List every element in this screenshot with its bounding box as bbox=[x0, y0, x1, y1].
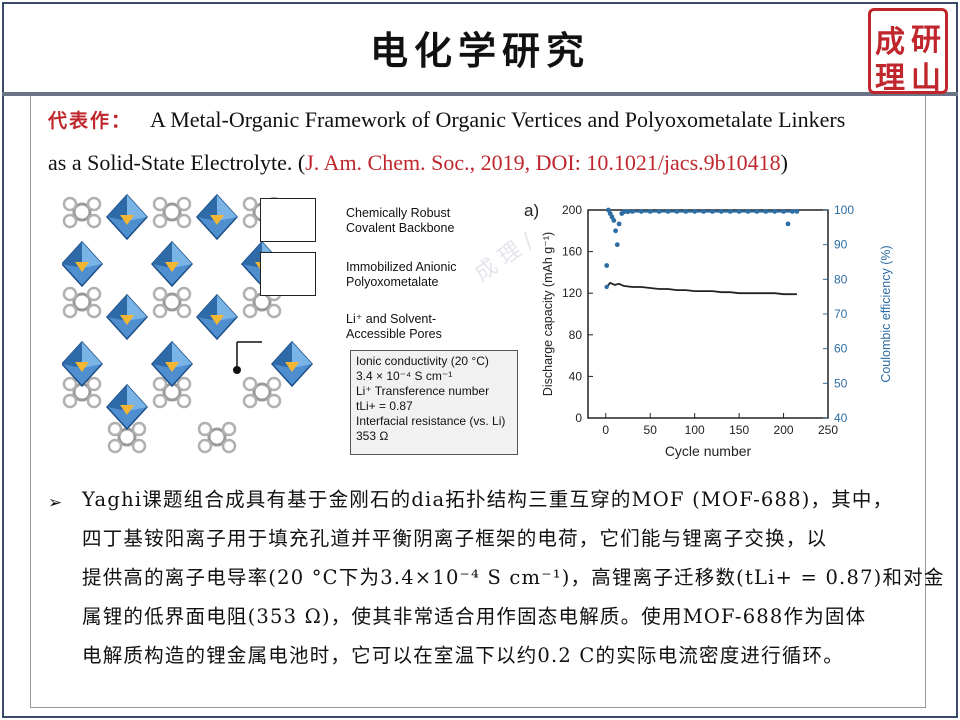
journal-citation: J. Am. Chem. Soc., 2019, DOI: 10.1021/ja… bbox=[305, 150, 781, 175]
cycling-chart: 0 50 100 150 200 250 0 40 80 120 160 200 40 50 60 70 80 9… bbox=[510, 196, 910, 468]
representative-line-2: as a Solid-State Electrolyte. (J. Am. Ch… bbox=[48, 150, 788, 176]
y-right-tick-label: 80 bbox=[834, 272, 848, 286]
y-left-tick-label: 80 bbox=[569, 328, 583, 342]
x-tick-label: 0 bbox=[602, 423, 609, 437]
paper-title-part-2: as a Solid-State Electrolyte. ( bbox=[48, 150, 306, 175]
infobox-line: 353 Ω bbox=[356, 429, 389, 443]
callout-text: Accessible Pores bbox=[346, 327, 442, 341]
y-left-tick-label: 160 bbox=[562, 245, 582, 259]
infobox-line: Li⁺ Transference number bbox=[356, 384, 490, 398]
panel-label: a) bbox=[524, 201, 539, 220]
y-left-axis-label: Discharge capacity (mAh g⁻¹) bbox=[541, 232, 555, 396]
coulombic-efficiency-point bbox=[616, 221, 622, 227]
representative-line-1: 代表作： A Metal-Organic Framework of Organic… bbox=[48, 106, 845, 133]
x-tick-label: 200 bbox=[774, 423, 794, 437]
content-border bbox=[30, 96, 926, 708]
callout-text: Li⁺ and Solvent- bbox=[346, 312, 436, 326]
y-left-tick-label: 40 bbox=[569, 369, 583, 383]
callout-text: Chemically Robust bbox=[346, 206, 451, 220]
seal-char: 成 bbox=[875, 25, 905, 60]
page-title: 电化学研究 bbox=[369, 28, 590, 73]
y-left-tick-label: 120 bbox=[562, 286, 582, 300]
polyoxometalate-inset bbox=[260, 252, 316, 296]
callout-text: Covalent Backbone bbox=[346, 221, 455, 235]
coulombic-efficiency-point bbox=[611, 218, 617, 223]
paragraph-line: 提供高的离子电导率(20 °C下为3.4×10⁻⁴ S cm⁻¹)，高锂离子迁移… bbox=[82, 566, 945, 589]
x-axis-label: Cycle number bbox=[665, 443, 752, 459]
paragraph-line: 属锂的低界面电阻(353 Ω)，使其非常适合用作固态电解质。使用MOF-688作… bbox=[82, 605, 867, 628]
paper-title-part-1: A Metal-Organic Framework of Organic Ver… bbox=[150, 107, 846, 132]
infobox-line: Interfacial resistance (vs. Li) bbox=[356, 414, 506, 428]
paragraph-line: 四丁基铵阳离子用于填充孔道并平衡阴离子框架的电荷，它们能与锂离子交换，以 bbox=[82, 527, 828, 550]
callout-text: Polyoxometalate bbox=[346, 275, 439, 289]
discharge-capacity-point bbox=[604, 284, 609, 290]
citation-close: ) bbox=[780, 150, 788, 175]
y-right-tick-label: 90 bbox=[834, 238, 848, 252]
y-right-tick-label: 40 bbox=[834, 411, 848, 425]
paragraph-line: 电解质构造的锂金属电池时，它可以在室温下以约0.2 C的实际电流密度进行循环。 bbox=[82, 644, 844, 667]
infobox-line: 3.4 × 10⁻⁴ S cm⁻¹ bbox=[356, 369, 453, 383]
representative-label: 代表作： bbox=[48, 110, 133, 132]
coulombic-efficiency-line bbox=[621, 210, 797, 215]
coulombic-efficiency-point bbox=[785, 221, 791, 227]
callout-pores: Li⁺ and Solvent- Accessible Pores bbox=[346, 312, 442, 342]
y-right-tick-label: 100 bbox=[834, 203, 854, 217]
y-right-tick-label: 50 bbox=[834, 376, 848, 390]
coulombic-efficiency-point bbox=[794, 209, 800, 214]
x-tick-label: 150 bbox=[729, 423, 749, 437]
title-bar: 电化学研究 bbox=[2, 2, 958, 96]
callout-polyoxometalate: Immobilized Anionic Polyoxometalate bbox=[346, 260, 456, 290]
x-tick-label: 50 bbox=[644, 423, 658, 437]
y-right-tick-label: 70 bbox=[834, 307, 848, 321]
properties-infobox: Ionic conductivity (20 °C) 3.4 × 10⁻⁴ S … bbox=[350, 350, 518, 455]
seal-char: 研 bbox=[911, 23, 941, 58]
coulombic-efficiency-point bbox=[604, 263, 610, 268]
seal-char: 理 bbox=[875, 61, 905, 96]
coulombic-efficiency-point bbox=[613, 228, 618, 234]
bullet-arrow-icon: ➢ bbox=[48, 493, 63, 513]
callout-text: Immobilized Anionic bbox=[346, 260, 457, 274]
discharge-capacity-line bbox=[606, 281, 797, 296]
y-left-tick-label: 0 bbox=[575, 411, 582, 425]
y-left-tick-label: 200 bbox=[562, 203, 582, 217]
callout-backbone: Chemically Robust Covalent Backbone bbox=[346, 206, 454, 236]
seal-logo: 成 研 理 山 bbox=[868, 8, 948, 96]
y-right-tick-label: 60 bbox=[834, 342, 848, 356]
infobox-line: tLi+ = 0.87 bbox=[356, 399, 413, 413]
coulombic-efficiency-point bbox=[614, 242, 620, 248]
mof-structure-figure: Chemically Robust Covalent Backbone Immo… bbox=[61, 192, 518, 460]
x-tick-label: 100 bbox=[685, 423, 705, 437]
y-right-axis-label: Coulombic efficiency (%) bbox=[879, 245, 893, 382]
plot-frame bbox=[587, 209, 829, 419]
infobox-line: Ionic conductivity (20 °C) bbox=[356, 354, 489, 368]
paragraph-line: Yaghi课题组合成具有基于金刚石的dia拓扑结构三重互穿的MOF (MOF-6… bbox=[82, 488, 894, 511]
seal-char: 山 bbox=[911, 61, 941, 96]
chart-svg: 0 50 100 150 200 250 0 40 80 120 160 200 40 50 60 70 80 9… bbox=[524, 201, 893, 459]
backbone-inset bbox=[260, 198, 316, 242]
x-tick-label: 250 bbox=[818, 423, 838, 437]
